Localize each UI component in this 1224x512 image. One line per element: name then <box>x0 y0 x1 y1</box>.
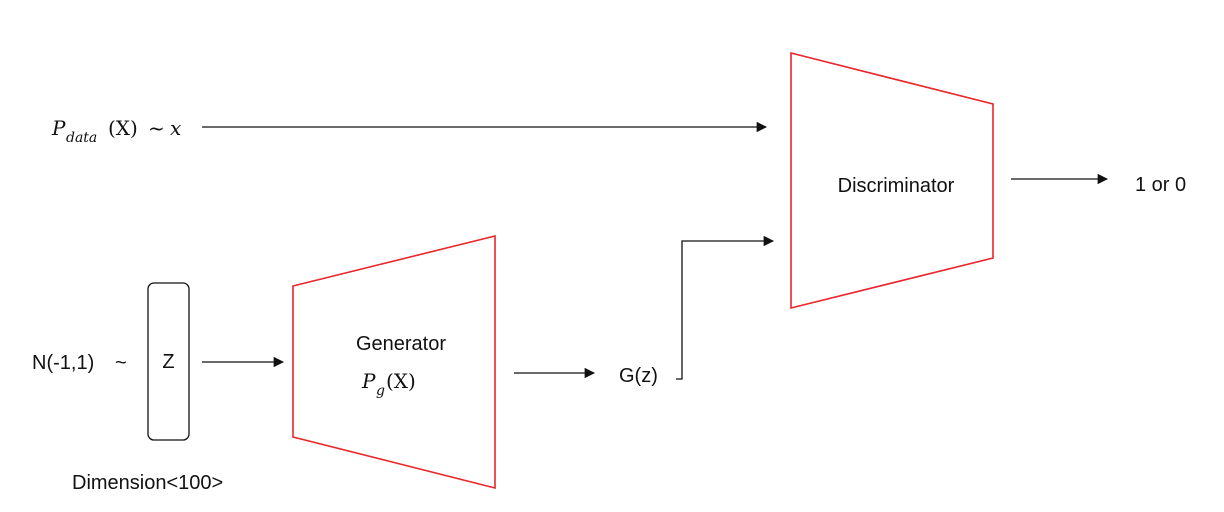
generator-dist-subscript: g <box>376 383 385 399</box>
real-data-tilde: ~ <box>148 116 165 140</box>
real-data-argument: (X) <box>108 116 138 140</box>
noise-distribution-label: N(-1,1) <box>32 352 94 374</box>
generator-dist-symbol: P <box>361 369 376 393</box>
generator-output-label: G(z) <box>619 365 658 387</box>
generator-label: Generator <box>356 333 446 355</box>
fake-data-connector <box>676 235 775 380</box>
generator-block <box>292 234 496 490</box>
real-data-symbol: P <box>51 116 66 140</box>
z-vector-label: Z <box>162 351 174 373</box>
noise-tilde: ~ <box>115 352 127 374</box>
real-data-variable: x <box>170 116 181 140</box>
dimension-label: Dimension<100> <box>72 472 223 494</box>
real-data-subscript: data <box>66 130 97 146</box>
generator-dist-argument: (X) <box>386 369 416 393</box>
discriminator-block <box>790 51 994 310</box>
discriminator-label: Discriminator <box>838 175 955 197</box>
z-vector-box <box>147 282 190 441</box>
real-data-label: P data (X) ~ x <box>51 116 181 146</box>
generator-distribution-label: P g (X) <box>361 369 416 399</box>
output-label: 1 or 0 <box>1135 174 1186 196</box>
